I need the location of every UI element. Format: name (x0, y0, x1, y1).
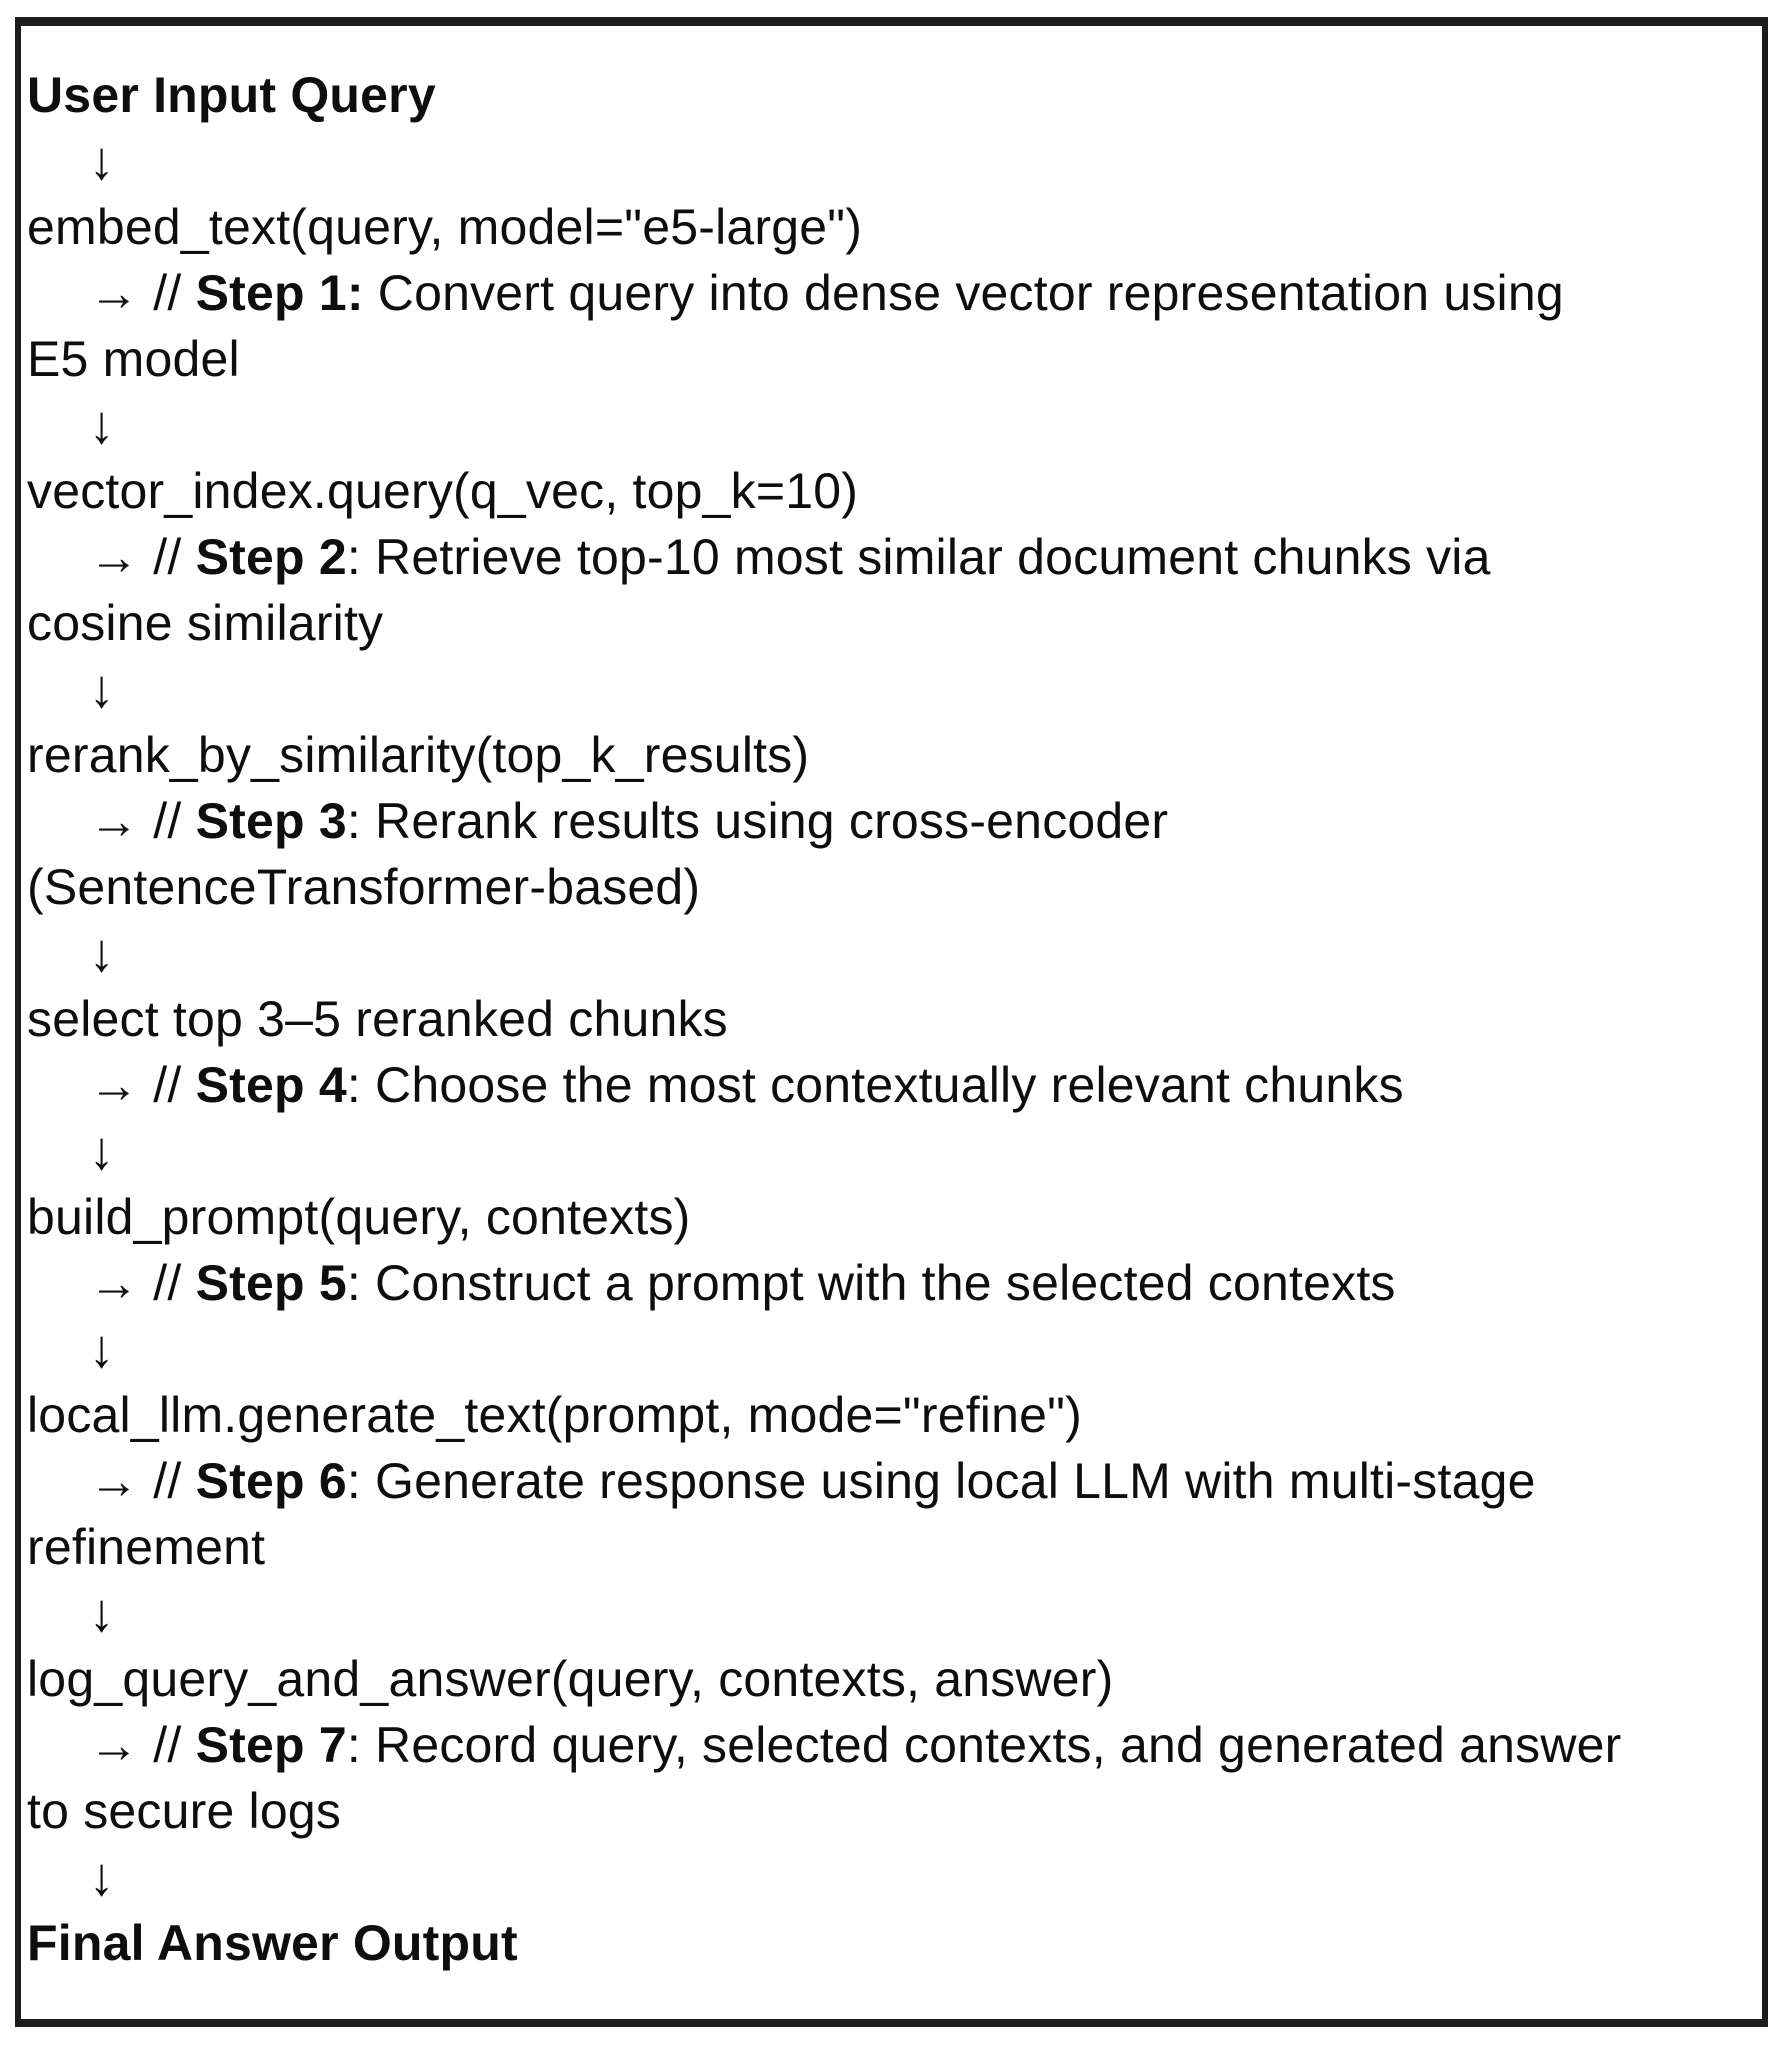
step-label: Step 5 (195, 1255, 347, 1311)
pseudocode-box: User Input Query ↓ embed_text(query, model… (15, 17, 1768, 2027)
wrapped-text-line: to secure logs (27, 1783, 342, 1839)
flow-arrow-line: ↓ (27, 920, 1762, 986)
code-line: build_prompt(query, contexts) (27, 1189, 691, 1245)
comment-marker: // (139, 1453, 196, 1509)
code-line: select top 3–5 reranked chunks (27, 991, 728, 1047)
flow-heading-line: User Input Query (27, 67, 436, 123)
step-comment-line: → // Step 3: Rerank results using cross-… (27, 788, 1762, 854)
right-arrow-icon: → (89, 1255, 140, 1311)
step-label: Step 7 (195, 1717, 347, 1773)
step-label: Step 2 (195, 529, 347, 585)
step-description: : Construct a prompt with the selected c… (346, 1255, 1396, 1311)
code-line: embed_text(query, model="e5-large") (27, 199, 863, 255)
step-comment-line: → // Step 4: Choose the most contextuall… (27, 1052, 1762, 1118)
step-comment-line: → // Step 5: Construct a prompt with the… (27, 1250, 1762, 1316)
flow-arrow-line: ↓ (27, 656, 1762, 722)
step-label: Step 6 (195, 1453, 347, 1509)
flow-arrow-line: ↓ (27, 392, 1762, 458)
right-arrow-icon: → (89, 265, 140, 321)
right-arrow-icon: → (89, 1717, 140, 1773)
comment-marker: // (139, 1255, 196, 1311)
wrapped-text-line: E5 model (27, 331, 240, 387)
step-description: : Record query, selected contexts, and g… (346, 1717, 1622, 1773)
step-description: : Rerank results using cross-encoder (346, 793, 1169, 849)
step-comment-line: → // Step 1: Convert query into dense ve… (27, 260, 1762, 326)
wrapped-text-line: refinement (27, 1519, 266, 1575)
right-arrow-icon: → (89, 529, 140, 585)
step-label: Step 3 (195, 793, 347, 849)
right-arrow-icon: → (89, 1057, 140, 1113)
code-line: local_llm.generate_text(prompt, mode="re… (27, 1387, 1082, 1443)
right-arrow-icon: → (89, 1453, 140, 1509)
down-arrow-icon: ↓ (89, 922, 115, 983)
flow-arrow-line: ↓ (27, 1844, 1762, 1910)
step-description: : Generate response using local LLM with… (346, 1453, 1536, 1509)
step-description: : Choose the most contextually relevant … (346, 1057, 1404, 1113)
down-arrow-icon: ↓ (89, 1846, 115, 1907)
comment-marker: // (139, 529, 196, 585)
down-arrow-icon: ↓ (89, 1582, 115, 1643)
step-label: Step 1: (195, 265, 364, 321)
step-comment-line: → // Step 7: Record query, selected cont… (27, 1712, 1762, 1778)
comment-marker: // (139, 265, 196, 321)
code-line: vector_index.query(q_vec, top_k=10) (27, 463, 859, 519)
down-arrow-icon: ↓ (89, 394, 115, 455)
right-arrow-icon: → (89, 793, 140, 849)
down-arrow-icon: ↓ (89, 130, 115, 191)
flow-heading-line: Final Answer Output (27, 1915, 518, 1971)
wrapped-text-line: cosine similarity (27, 595, 384, 651)
code-line: rerank_by_similarity(top_k_results) (27, 727, 810, 783)
step-label: Step 4 (195, 1057, 347, 1113)
comment-marker: // (139, 793, 196, 849)
down-arrow-icon: ↓ (89, 1120, 115, 1181)
step-comment-line: → // Step 2: Retrieve top-10 most simila… (27, 524, 1762, 590)
code-line: log_query_and_answer(query, contexts, an… (27, 1651, 1114, 1707)
step-comment-line: → // Step 6: Generate response using loc… (27, 1448, 1762, 1514)
down-arrow-icon: ↓ (89, 658, 115, 719)
flow-arrow-line: ↓ (27, 1580, 1762, 1646)
flow-arrow-line: ↓ (27, 128, 1762, 194)
flow-arrow-line: ↓ (27, 1118, 1762, 1184)
down-arrow-icon: ↓ (89, 1318, 115, 1379)
comment-marker: // (139, 1057, 196, 1113)
flow-arrow-line: ↓ (27, 1316, 1762, 1382)
wrapped-text-line: (SentenceTransformer-based) (27, 859, 701, 915)
comment-marker: // (139, 1717, 196, 1773)
step-description: Convert query into dense vector represen… (363, 265, 1564, 321)
step-description: : Retrieve top-10 most similar document … (346, 529, 1491, 585)
